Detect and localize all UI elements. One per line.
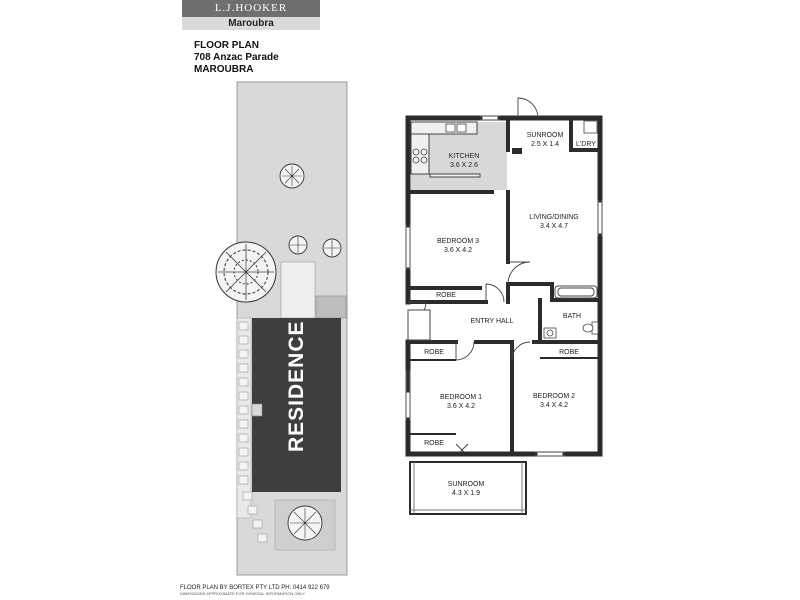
room-bedroom3-name: BEDROOM 3 [437,238,479,245]
toilet-icon [582,321,599,335]
stove-icon [412,148,428,164]
living-floor [510,150,600,280]
bathtub-icon [554,285,598,299]
residence-building [252,318,341,492]
plan-credit: FLOOR PLAN BY BORTEX PTY LTD PH: 0414 92… [180,585,330,596]
plan-address: 708 Anzac Parade [194,52,279,63]
room-robe2-name: ROBE [559,349,579,356]
pavers [238,321,268,543]
basin-icon [543,327,557,339]
room-bedroom1-dims: 3.6 X 4.2 [447,403,475,410]
room-kitchen-dims: 3.6 X 2.6 [450,162,478,169]
disclaimer-line: DIMENSIONS APPROXIMATE FOR GENERAL INFOR… [180,591,305,596]
residence-label: RESIDENCE [285,320,308,452]
room-sunroom-rear-name: SUNROOM [527,132,564,139]
rear-patio [280,261,316,319]
plan-title: FLOOR PLAN [194,40,259,51]
entry-porch [407,309,431,341]
room-robe1-bottom-name: ROBE [424,440,444,447]
laundry-tub-icon [583,120,598,134]
residence-porch [251,403,263,417]
room-laundry-name: L'DRY [576,141,596,148]
tree-small-icon [279,163,342,541]
room-robe3-name: ROBE [436,292,456,299]
garden-bed [315,295,347,319]
kitchen-sink-icon [445,123,467,133]
credit-line: FLOOR PLAN BY BORTEX PTY LTD PH: 0414 92… [180,585,330,591]
room-kitchen-name: KITCHEN [449,153,480,160]
agency-branch: Maroubra [182,17,320,30]
room-living-dims: 3.4 X 4.7 [540,223,568,230]
robe-walls [410,357,598,435]
plan-info: FLOOR PLAN 708 Anzac Parade MAROUBRA [194,40,279,76]
room-sunroom-rear-dims: 2.5 X 1.4 [531,141,559,148]
room-entry-hall-name: ENTRY HALL [471,318,514,325]
plan-suburb: MAROUBRA [194,64,254,75]
sunroom-rear-step [512,148,522,154]
room-living-name: LIVING/DINING [529,214,578,221]
room-bath-name: BATH [563,313,581,320]
room-robe1-top-name: ROBE [424,349,444,356]
room-sunroom-front-dims: 4.3 X 1.9 [452,490,480,497]
house-floor-plan: SUNROOM 2.5 X 1.4 L'DRY KITCHEN 3.6 X 2.… [405,97,603,515]
room-bedroom2-dims: 3.4 X 4.2 [540,402,568,409]
tree-large-icon [215,241,277,303]
room-bedroom1-name: BEDROOM 1 [440,394,482,401]
agency-name: L.J.HOOKER [182,0,320,17]
outer-walls [405,115,603,457]
agency-logo: L.J.HOOKER Maroubra [182,0,320,30]
site-plan: RESIDENCE [215,81,348,576]
room-bedroom3-dims: 3.6 X 4.2 [444,247,472,254]
front-sunroom [409,461,527,515]
room-sunroom-front-name: SUNROOM [448,481,485,488]
windows [405,115,603,457]
side-path [236,317,252,519]
room-bedroom2-name: BEDROOM 2 [533,393,575,400]
